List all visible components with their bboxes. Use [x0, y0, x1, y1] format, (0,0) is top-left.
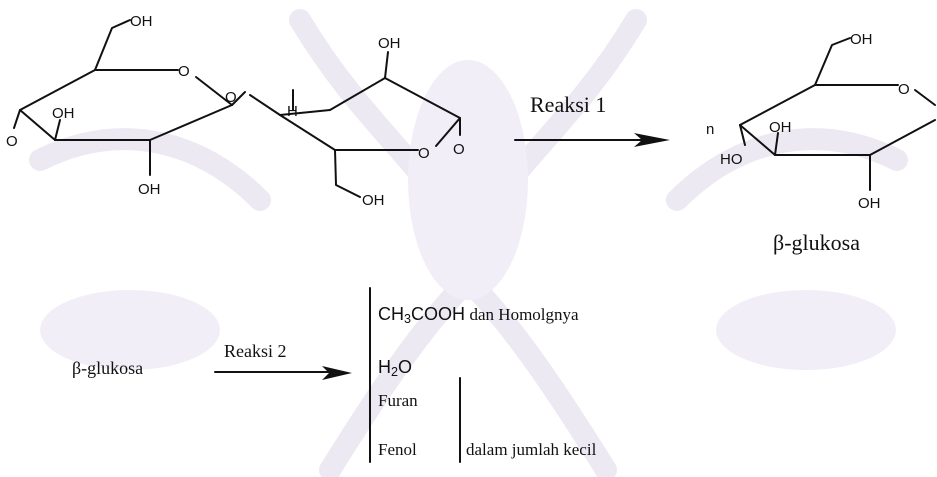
left-link-oxygen: O — [225, 89, 237, 106]
product-furan: Furan — [378, 391, 418, 410]
right-hydrogen: H — [287, 103, 298, 120]
product-water-o: O — [398, 357, 413, 377]
glucose-n: n — [706, 121, 714, 138]
glucose-ring — [739, 37, 936, 191]
reaksi2-reactant: β-glukosa — [72, 358, 144, 378]
left-oh-top: OH — [130, 13, 153, 30]
glucose-ho: HO — [720, 151, 743, 168]
glucose-oh-top: OH — [850, 31, 873, 48]
product-acetic-cooh: COOH — [411, 304, 466, 324]
left-oh-bottom: OH — [138, 181, 161, 198]
product-acetic-note: dan Homolgnya — [469, 305, 579, 324]
glucose-oh-mid: OH — [769, 119, 792, 136]
product-acetic-sub: 3 — [404, 312, 412, 327]
cellulose-left-ring — [13, 19, 246, 176]
right-ring-oxygen: O — [418, 145, 430, 162]
reaksi2-label: Reaksi 2 — [224, 341, 287, 361]
glucose-ring-oxygen: O — [898, 81, 910, 98]
right-oh-bottom: OH — [362, 192, 385, 209]
product-acetic-acid: CH3COOH dan Homolgnya — [378, 305, 579, 326]
product-fenol: Fenol — [378, 440, 417, 459]
product-water-h: H — [378, 357, 391, 377]
glucose-name: β-glukosa — [773, 230, 860, 255]
right-oxygen: O — [453, 141, 465, 158]
reaksi1-label: Reaksi 1 — [530, 92, 606, 117]
left-ring-oxygen: O — [178, 63, 190, 80]
product-water: H2O — [378, 358, 412, 379]
minor-note: dalam jumlah kecil — [466, 440, 597, 459]
reaksi1-arrowhead — [634, 133, 670, 147]
left-oxygen: O — [6, 133, 18, 150]
reaksi2-arrowhead — [322, 366, 352, 380]
product-acetic-ch: CH — [378, 304, 404, 324]
right-oh-top: OH — [378, 35, 401, 52]
left-oh-mid: OH — [52, 105, 75, 122]
glucose-oh-bottom: OH — [858, 195, 881, 212]
cellulose-right-ring — [249, 51, 461, 198]
product-water-sub: 2 — [391, 365, 399, 380]
